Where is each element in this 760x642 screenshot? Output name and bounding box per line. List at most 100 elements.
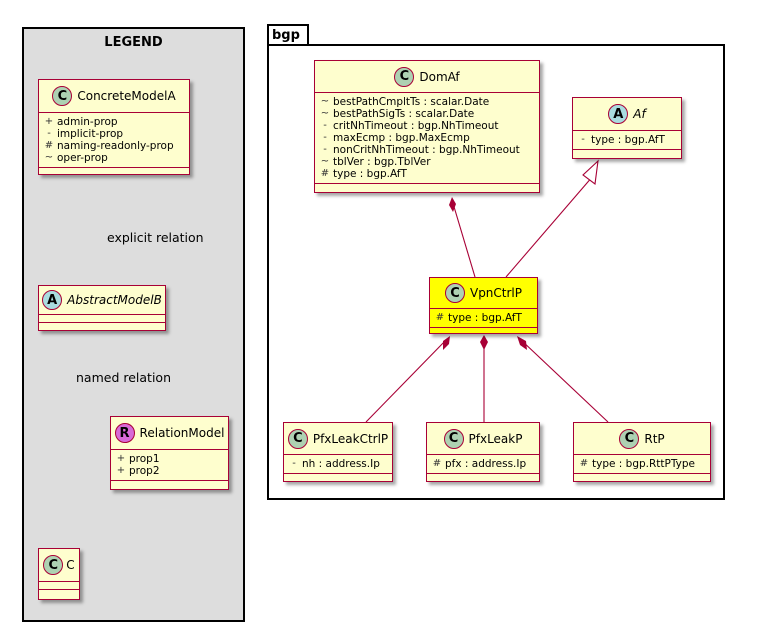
legend-title: LEGEND — [104, 35, 163, 50]
attribute-text: admin-prop — [57, 116, 118, 128]
visibility-package-icon: ~ — [44, 152, 54, 163]
class-header: C RtP — [574, 423, 710, 455]
visibility-package-icon: ~ — [320, 96, 330, 107]
visibility-protected-icon: # — [432, 458, 442, 469]
attribute-text: type : bgp.AfT — [333, 168, 407, 180]
class-name: C — [66, 558, 75, 572]
class-name: Af — [633, 107, 646, 121]
visibility-public-icon: + — [116, 453, 126, 464]
attribute-text: tblVer : bgp.TblVer — [333, 156, 431, 168]
visibility-private-icon: - — [323, 132, 327, 143]
attribute-row: ~bestPathSigTs : scalar.Date — [320, 108, 534, 120]
af-class[interactable]: A Af -type : bgp.AfT — [572, 97, 682, 159]
attribute-list: -nh : address.Ip — [284, 455, 392, 474]
attribute-text: oper-prop — [57, 152, 108, 164]
attribute-text: maxEcmp : bgp.MaxEcmp — [333, 132, 470, 144]
pfxleakctrlp-edge — [365, 338, 448, 423]
visibility-private-icon: - — [47, 128, 51, 139]
abstractmodelb-class[interactable]: A AbstractModelB — [38, 285, 166, 331]
attribute-text: nonCritNhTimeout : bgp.NhTimeout — [333, 144, 520, 156]
class-name: ConcreteModelA — [77, 89, 176, 103]
class-stereotype-icon: C — [444, 283, 465, 303]
attribute-row: +prop2 — [116, 465, 223, 477]
visibility-package-icon: ~ — [320, 156, 330, 167]
attribute-text: type : bgp.RttPType — [592, 458, 695, 470]
attribute-row: #pfx : address.Ip — [432, 458, 534, 470]
visibility-private-icon: - — [323, 120, 327, 131]
class-stereotype-icon: C — [394, 66, 415, 87]
visibility-public-icon: + — [116, 465, 126, 476]
attribute-list: +admin-prop -implicit-prop #naming-reado… — [39, 113, 189, 168]
attribute-text: nh : address.Ip — [302, 458, 380, 470]
attribute-text: prop1 — [129, 453, 160, 465]
class-stereotype-icon: C — [443, 428, 464, 449]
package-body — [267, 44, 725, 500]
attribute-text: critNhTimeout : bgp.NhTimeout — [333, 120, 499, 132]
pfxleakctrlp-diamond — [443, 336, 450, 350]
attribute-list — [39, 582, 79, 590]
attribute-list: #pfx : address.Ip — [427, 455, 539, 474]
class-name: AbstractModelB — [67, 293, 162, 307]
visibility-protected-icon: # — [579, 458, 589, 469]
named-relation-label: named relation — [76, 370, 171, 385]
attribute-row: -nonCritNhTimeout : bgp.NhTimeout — [320, 144, 534, 156]
class-header: C VpnCtrlP — [430, 278, 537, 309]
explicit-relation-label: explicit relation — [107, 230, 204, 245]
attribute-row: ~bestPathCmpltTs : scalar.Date — [320, 96, 534, 108]
rtp-class[interactable]: C RtP #type : bgp.RttPType — [573, 422, 711, 482]
attribute-text: pfx : address.Ip — [445, 458, 527, 470]
relation-stereotype-icon: R — [114, 423, 135, 443]
attribute-row: #naming-readonly-prop — [44, 140, 184, 152]
vpnctrlp-class[interactable]: C VpnCtrlP #type : bgp.AfT — [429, 277, 538, 334]
attribute-text: implicit-prop — [57, 128, 124, 140]
attribute-list: #type : bgp.AfT — [430, 309, 537, 328]
relationmodel-class[interactable]: R RelationModel +prop1 +prop2 — [110, 416, 229, 490]
pfxleakp-diamond — [480, 335, 488, 350]
attribute-text: naming-readonly-prop — [57, 140, 174, 152]
domaf-diamond — [449, 197, 456, 212]
class-header: A AbstractModelB — [39, 286, 165, 315]
attribute-text: bestPathCmpltTs : scalar.Date — [333, 96, 490, 108]
pfxleakctrlp-class[interactable]: C PfxLeakCtrlP -nh : address.Ip — [283, 422, 393, 482]
abstract-stereotype-icon: A — [42, 290, 63, 310]
class-name: RtP — [644, 431, 665, 446]
class-stereotype-icon: C — [43, 555, 64, 575]
class-header: C C — [39, 549, 79, 582]
class-header: C DomAf — [315, 61, 539, 93]
visibility-protected-icon: # — [435, 312, 445, 323]
visibility-private-icon: - — [581, 134, 585, 145]
package-tab: bgp — [267, 24, 309, 46]
domaf-class[interactable]: C DomAf ~bestPathCmpltTs : scalar.Date ~… — [314, 60, 540, 193]
af-generalization-edge — [505, 175, 594, 278]
attribute-list: +prop1 +prop2 — [111, 450, 228, 481]
attribute-row: -maxEcmp : bgp.MaxEcmp — [320, 132, 534, 144]
class-name: PfxLeakP — [468, 431, 523, 446]
attribute-text: prop2 — [129, 465, 160, 477]
attribute-row: -nh : address.Ip — [289, 458, 387, 470]
concretemodela-class[interactable]: C ConcreteModelA +admin-prop -implicit-p… — [38, 79, 190, 175]
attribute-row: ~oper-prop — [44, 152, 184, 164]
attribute-row: ~tblVer : bgp.TblVer — [320, 156, 534, 168]
visibility-private-icon: - — [292, 458, 296, 469]
class-header: C PfxLeakCtrlP — [284, 423, 392, 455]
abstract-stereotype-icon: A — [608, 104, 629, 124]
pfxleakp-class[interactable]: C PfxLeakP #pfx : address.Ip — [426, 422, 540, 482]
attribute-list: -type : bgp.AfT — [573, 131, 681, 150]
attribute-list: #type : bgp.RttPType — [574, 455, 710, 474]
attribute-row: -critNhTimeout : bgp.NhTimeout — [320, 120, 534, 132]
attribute-row: +prop1 — [116, 453, 223, 465]
visibility-protected-icon: # — [44, 140, 54, 151]
visibility-public-icon: + — [44, 116, 54, 127]
domaf-composition-edge — [451, 199, 476, 278]
class-stereotype-icon: C — [619, 428, 640, 449]
class-name: VpnCtrlP — [469, 286, 523, 300]
class-stereotype-icon: C — [52, 86, 73, 106]
class-name: DomAf — [419, 69, 460, 84]
rtp-edge — [519, 338, 609, 423]
class-stereotype-icon: C — [287, 428, 308, 449]
rtp-diamond — [517, 336, 527, 350]
class-name: RelationModel — [139, 426, 225, 440]
attribute-row: #type : bgp.AfT — [435, 312, 532, 324]
c-class[interactable]: C C — [38, 548, 80, 600]
